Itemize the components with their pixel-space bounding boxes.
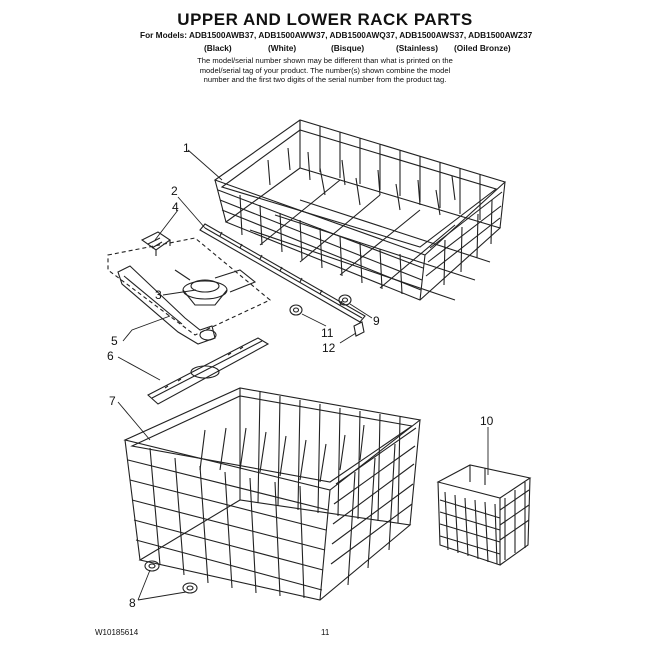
assembly-outline (107, 237, 272, 336)
callout-2: 2 (171, 184, 178, 198)
callout-4: 4 (172, 200, 179, 214)
callout-5: 5 (111, 334, 118, 348)
callout-1: 1 (183, 141, 190, 155)
leader-lines (117, 149, 489, 601)
callout-8: 8 (129, 596, 136, 610)
document-number: W10185614 (95, 628, 139, 637)
callout-11: 11 (321, 326, 334, 340)
upper-rack-drawing (213, 119, 507, 301)
color-white: (White) (268, 43, 297, 53)
silverware-basket-drawing (436, 464, 532, 566)
page-title: UPPER AND LOWER RACK PARTS (177, 10, 473, 29)
color-black: (Black) (204, 43, 232, 53)
callout-9: 9 (373, 314, 380, 328)
note-line-2: model/serial tag of your product. The nu… (199, 65, 451, 75)
lower-spray-arm-drawing (147, 337, 270, 405)
callout-10: 10 (480, 414, 494, 428)
small-hardware-drawing (289, 294, 365, 337)
callout-6: 6 (107, 349, 114, 363)
hub-drawing (174, 269, 257, 306)
callout-7: 7 (109, 394, 116, 408)
page-number: 11 (321, 628, 330, 637)
models-line: For Models: ADB1500AWB37, ADB1500AWW37, … (140, 30, 533, 40)
color-bisque: (Bisque) (331, 43, 365, 53)
color-oiled-bronze: (Oiled Bronze) (454, 43, 511, 53)
callout-3: 3 (155, 288, 162, 302)
lower-rack-drawing (123, 387, 422, 601)
callout-12: 12 (322, 341, 336, 355)
note-line-3: number and the first two digits of the s… (203, 75, 447, 84)
feed-tube-drawing (117, 265, 217, 345)
color-stainless: (Stainless) (396, 43, 438, 53)
note-line-1: The model/serial number shown may be dif… (197, 56, 453, 65)
